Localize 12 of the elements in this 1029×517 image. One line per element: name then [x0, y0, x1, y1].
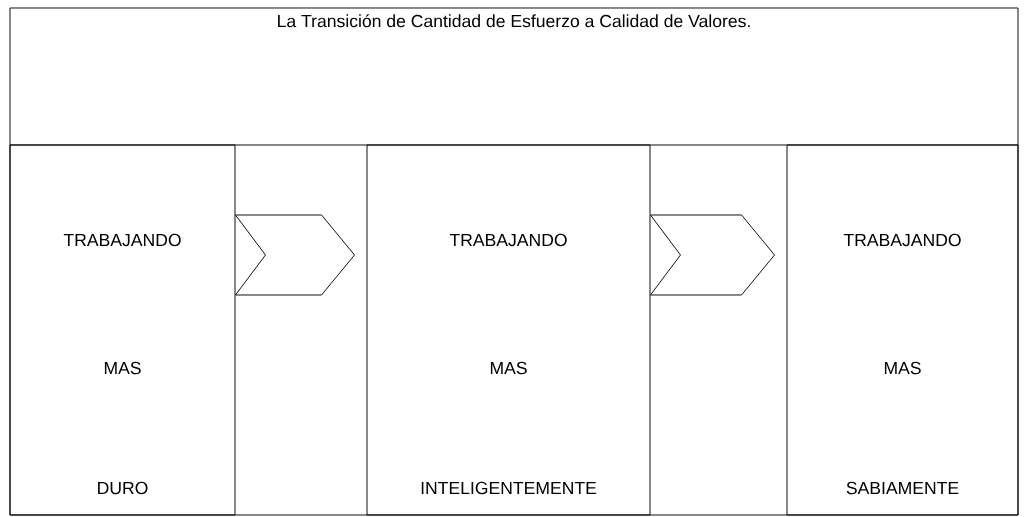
cell-text: SABIAMENTE: [846, 481, 959, 495]
cell-text: DURO: [98, 481, 148, 495]
cell-text: TRABAJANDO: [843, 233, 961, 247]
title: La Transición de Cantidad de Esfuerzo a Calidad de Valores.: [278, 14, 750, 28]
chevron-arrow: [235, 214, 355, 296]
cell-text: MAS: [490, 361, 527, 375]
cell-text: TRABAJANDO: [63, 233, 181, 247]
chevron-arrow: [650, 214, 775, 296]
cell-text: MAS: [884, 361, 921, 375]
cell-text: INTELIGENTEMENTE: [421, 481, 597, 495]
cell-text: TRABAJANDO: [449, 233, 567, 247]
cell-text: MAS: [104, 361, 141, 375]
